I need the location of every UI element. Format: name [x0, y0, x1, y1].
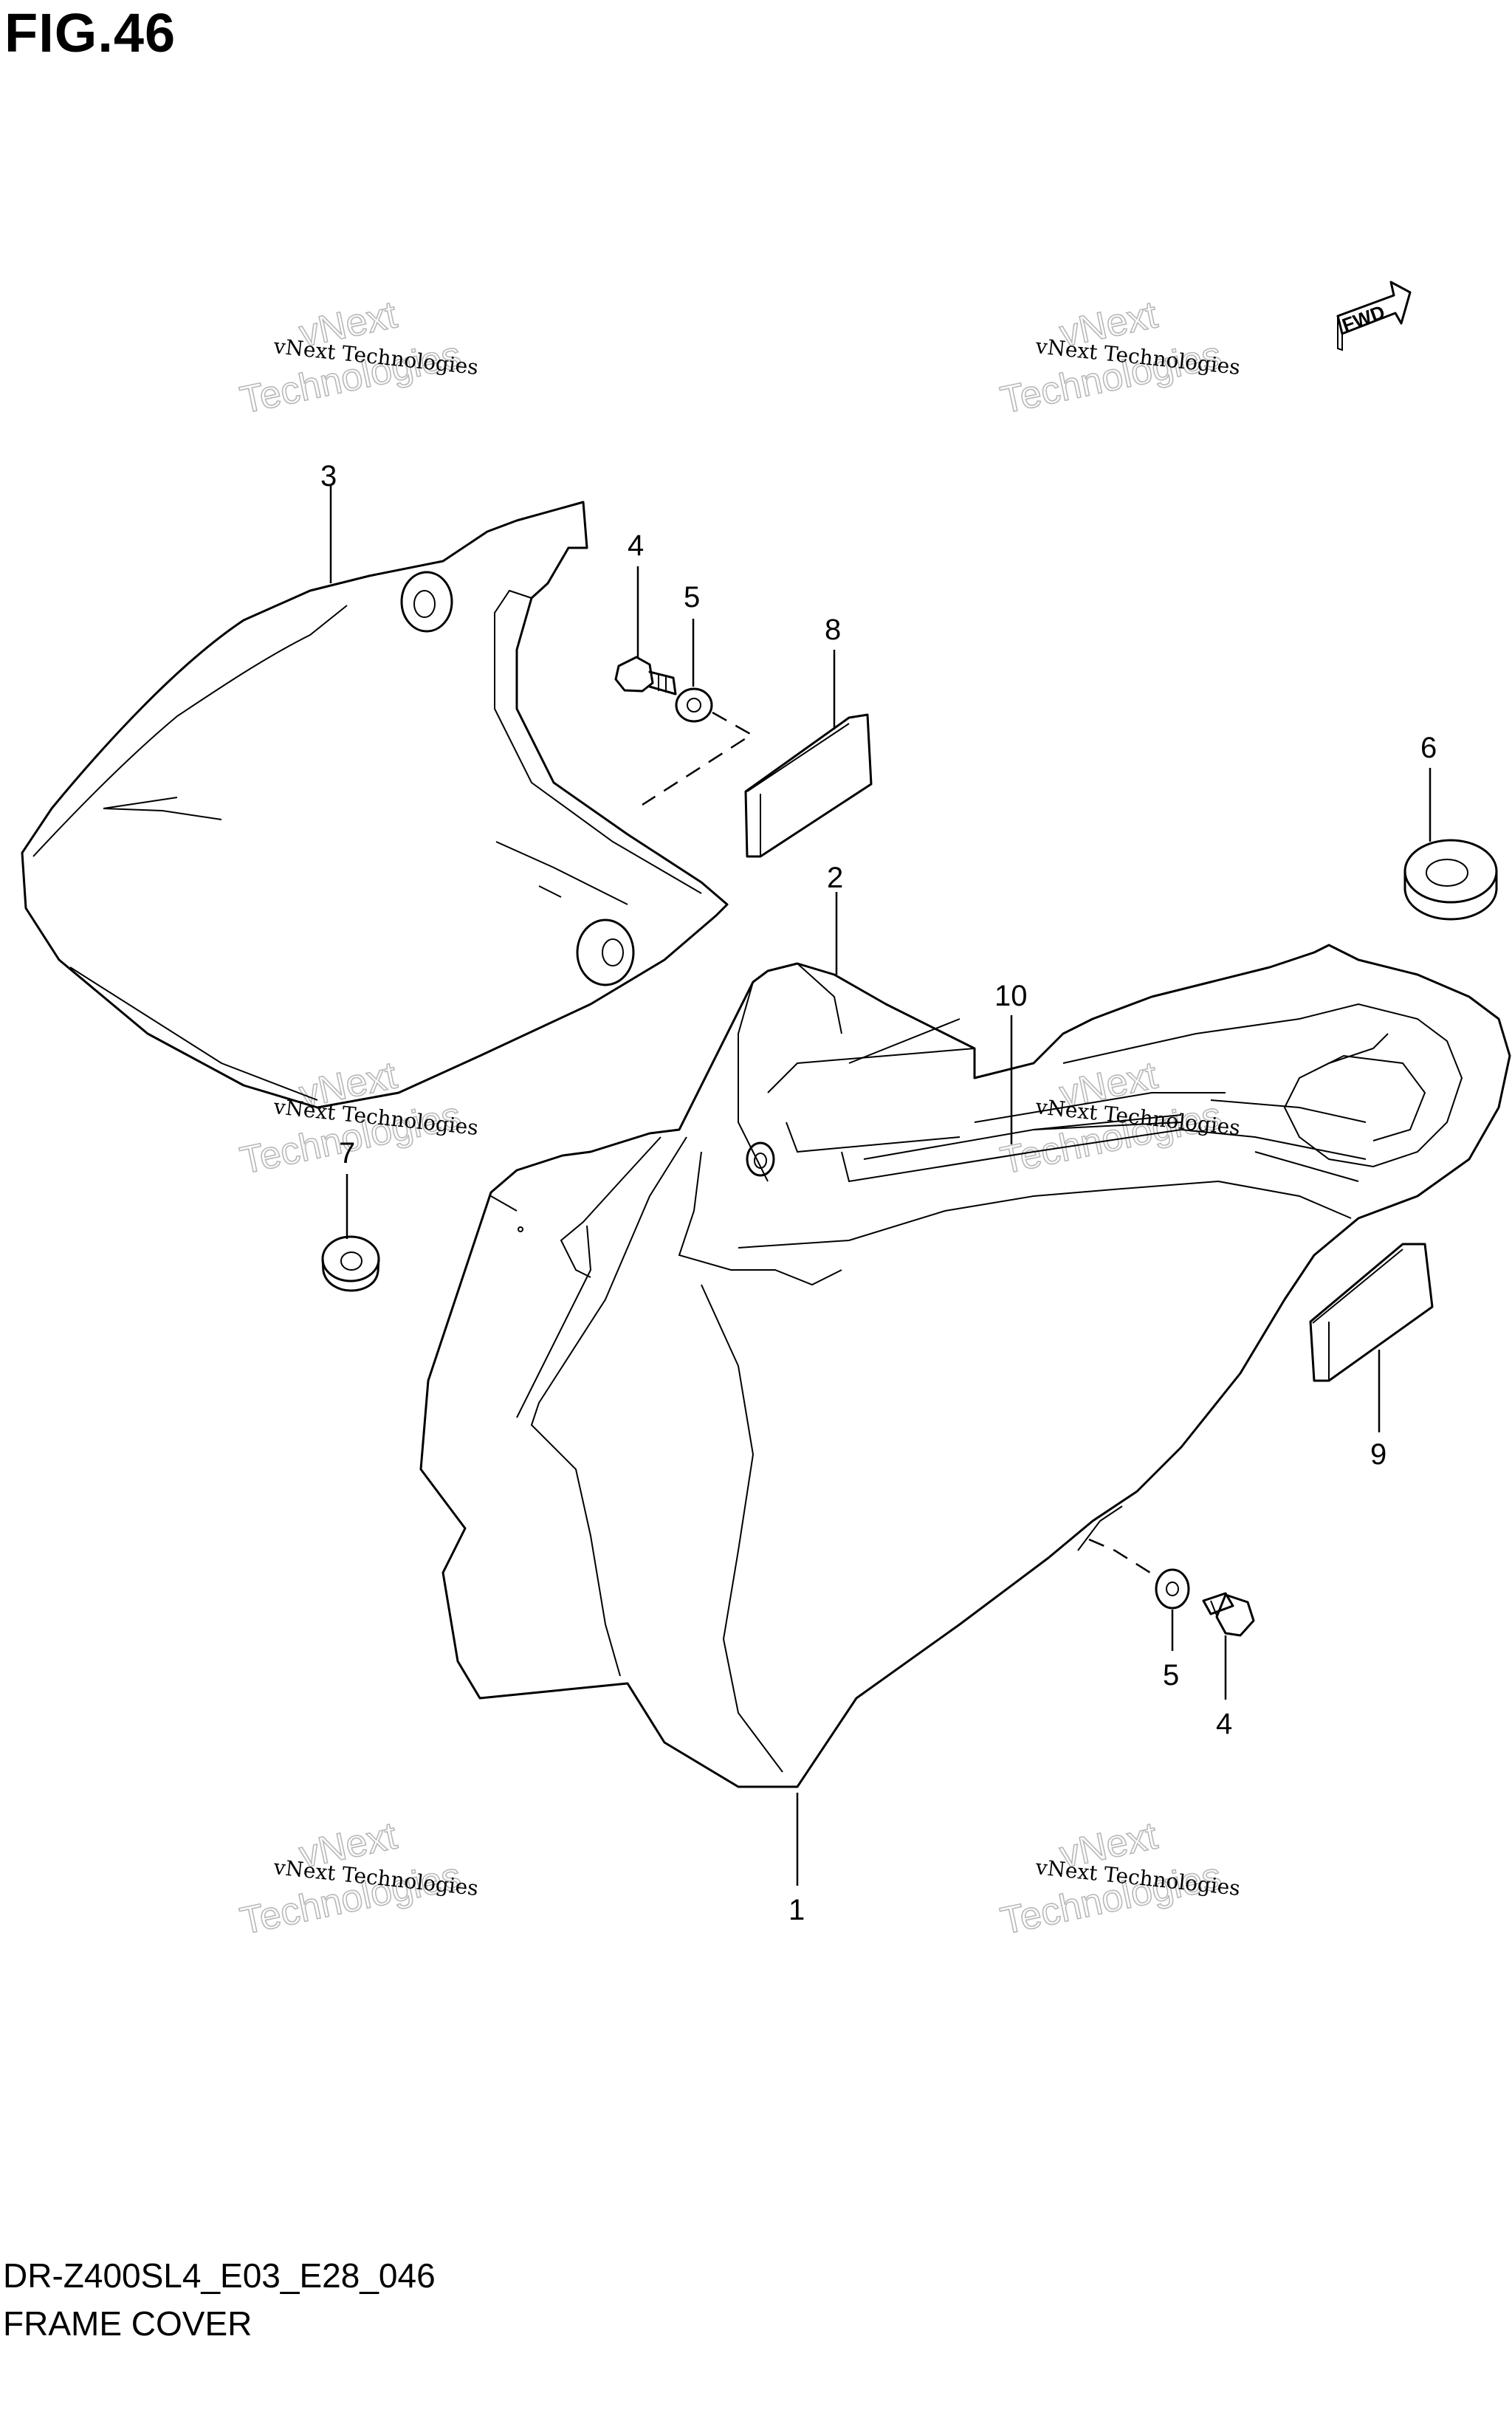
part-7-grommet: [321, 1235, 380, 1292]
part-4-bolt-upper: [614, 656, 677, 696]
callout-3: 3: [320, 460, 337, 492]
watermark-top-right: Technologies vNext vNext Technologies: [997, 292, 1242, 422]
part-4-bolt-lower: [1202, 1592, 1255, 1637]
part-5-washer-lower: [1155, 1568, 1190, 1610]
diagram-code: DR-Z400SL4_E03_E28_046: [3, 2256, 436, 2295]
diagram-name: FRAME COVER: [3, 2304, 252, 2343]
callout-4-lower: 4: [1216, 1708, 1232, 1740]
callout-6: 6: [1420, 732, 1437, 764]
callout-1: 1: [788, 1894, 805, 1926]
part-1-frame-cover-main: [419, 944, 1511, 1788]
watermark-mid-right: Technologies vNext vNext Technologies: [997, 1053, 1242, 1183]
fwd-badge-text: FWD: [1339, 301, 1388, 336]
part-6-grommet: [1403, 839, 1498, 921]
dashed-line-lower: [1088, 1538, 1151, 1574]
callout-5-upper: 5: [684, 581, 700, 614]
dashed-line-upper: [642, 711, 754, 806]
callout-5-lower: 5: [1163, 1659, 1179, 1692]
watermark-top-left: Technologies vNext vNext Technologies: [236, 292, 480, 422]
watermark-bottom-left: Technologies vNext vNext Technologies: [236, 1813, 480, 1943]
figure-title: FIG.46: [4, 2, 176, 63]
part-9-pad: [1309, 1243, 1434, 1382]
part-3-frame-cover-left: [21, 501, 729, 1109]
callout-7: 7: [339, 1137, 355, 1170]
callout-8: 8: [825, 614, 841, 646]
callout-9: 9: [1370, 1438, 1386, 1471]
part-8-pad: [744, 713, 873, 858]
part-5-washer-upper: [675, 687, 713, 723]
callout-2: 2: [827, 862, 843, 894]
callout-10: 10: [994, 980, 1028, 1012]
fwd-arrow-icon: FWD: [1336, 281, 1412, 351]
callout-4-upper: 4: [628, 529, 644, 562]
watermark-bottom-right: Technologies vNext vNext Technologies: [997, 1813, 1242, 1943]
